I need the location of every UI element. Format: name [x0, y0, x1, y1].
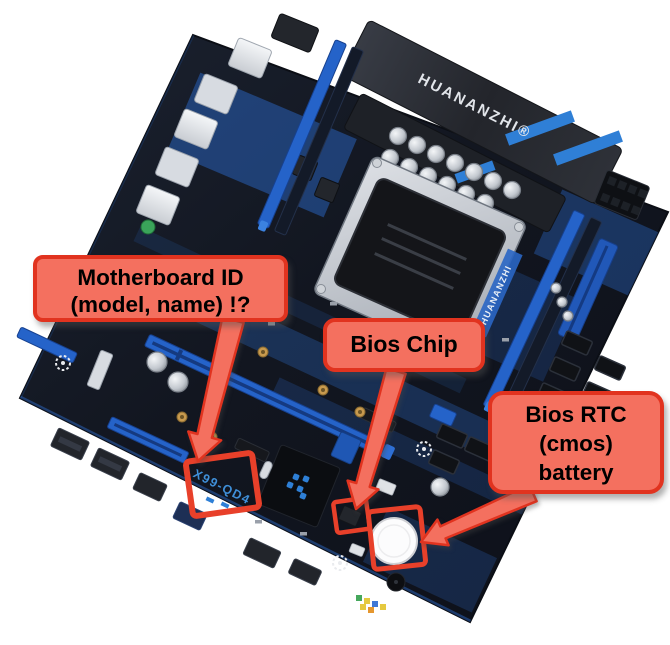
m2-standoffs	[176, 346, 366, 443]
pcie-x1-slot	[16, 327, 78, 363]
arrow-to-model-silkscreen	[187, 315, 245, 463]
callout-bios-rtc-battery: Bios RTC (cmos) battery	[488, 391, 664, 494]
sata-port	[436, 423, 468, 449]
bios-chip	[338, 505, 362, 527]
ram-slots	[257, 39, 602, 417]
usb3-header	[330, 431, 362, 465]
choke	[314, 177, 340, 203]
chipset	[257, 444, 341, 528]
highlight-box-battery	[366, 504, 428, 572]
capacitor	[430, 477, 450, 497]
callout-bios-chip: Bios Chip	[323, 318, 485, 372]
cmos-battery	[370, 517, 418, 565]
front-panel-led-pins	[356, 595, 386, 613]
rear-io-ports	[136, 13, 319, 235]
callout-line: Motherboard ID	[77, 265, 244, 290]
smd-chip	[348, 543, 366, 557]
callout-motherboard-id: Motherboard ID (model, name) !?	[33, 255, 288, 322]
capacitor	[167, 371, 189, 393]
chipset-logo	[286, 473, 310, 500]
arrow-to-battery	[419, 483, 538, 547]
front-panel-headers	[50, 427, 322, 586]
callout-line: (model, name) !?	[70, 292, 251, 317]
sata-port-blue	[429, 403, 457, 427]
ram-slot	[274, 46, 364, 236]
callout-line: Bios Chip	[350, 331, 458, 357]
mounting-holes	[55, 355, 432, 571]
callout-line: battery	[538, 460, 614, 485]
capacitor	[146, 351, 168, 373]
sata-port	[594, 355, 626, 381]
highlight-box-model	[183, 450, 262, 519]
cpu-socket	[314, 156, 526, 360]
sata-ports	[330, 330, 626, 475]
eps-8pin-connector	[594, 170, 650, 220]
crystal-oscillator	[259, 460, 273, 480]
audio-jack	[140, 219, 156, 235]
sata-port	[561, 330, 593, 356]
smd-chip	[375, 478, 397, 496]
buzzer	[386, 572, 406, 592]
sata-port	[428, 449, 460, 475]
callout-line: (cmos)	[539, 431, 613, 456]
pcie-slots	[16, 327, 395, 464]
callout-line: Bios RTC	[525, 402, 627, 427]
atx-24pin-connector	[550, 238, 619, 342]
arrow-to-bios-chip	[346, 366, 407, 511]
sata-port	[549, 356, 581, 382]
